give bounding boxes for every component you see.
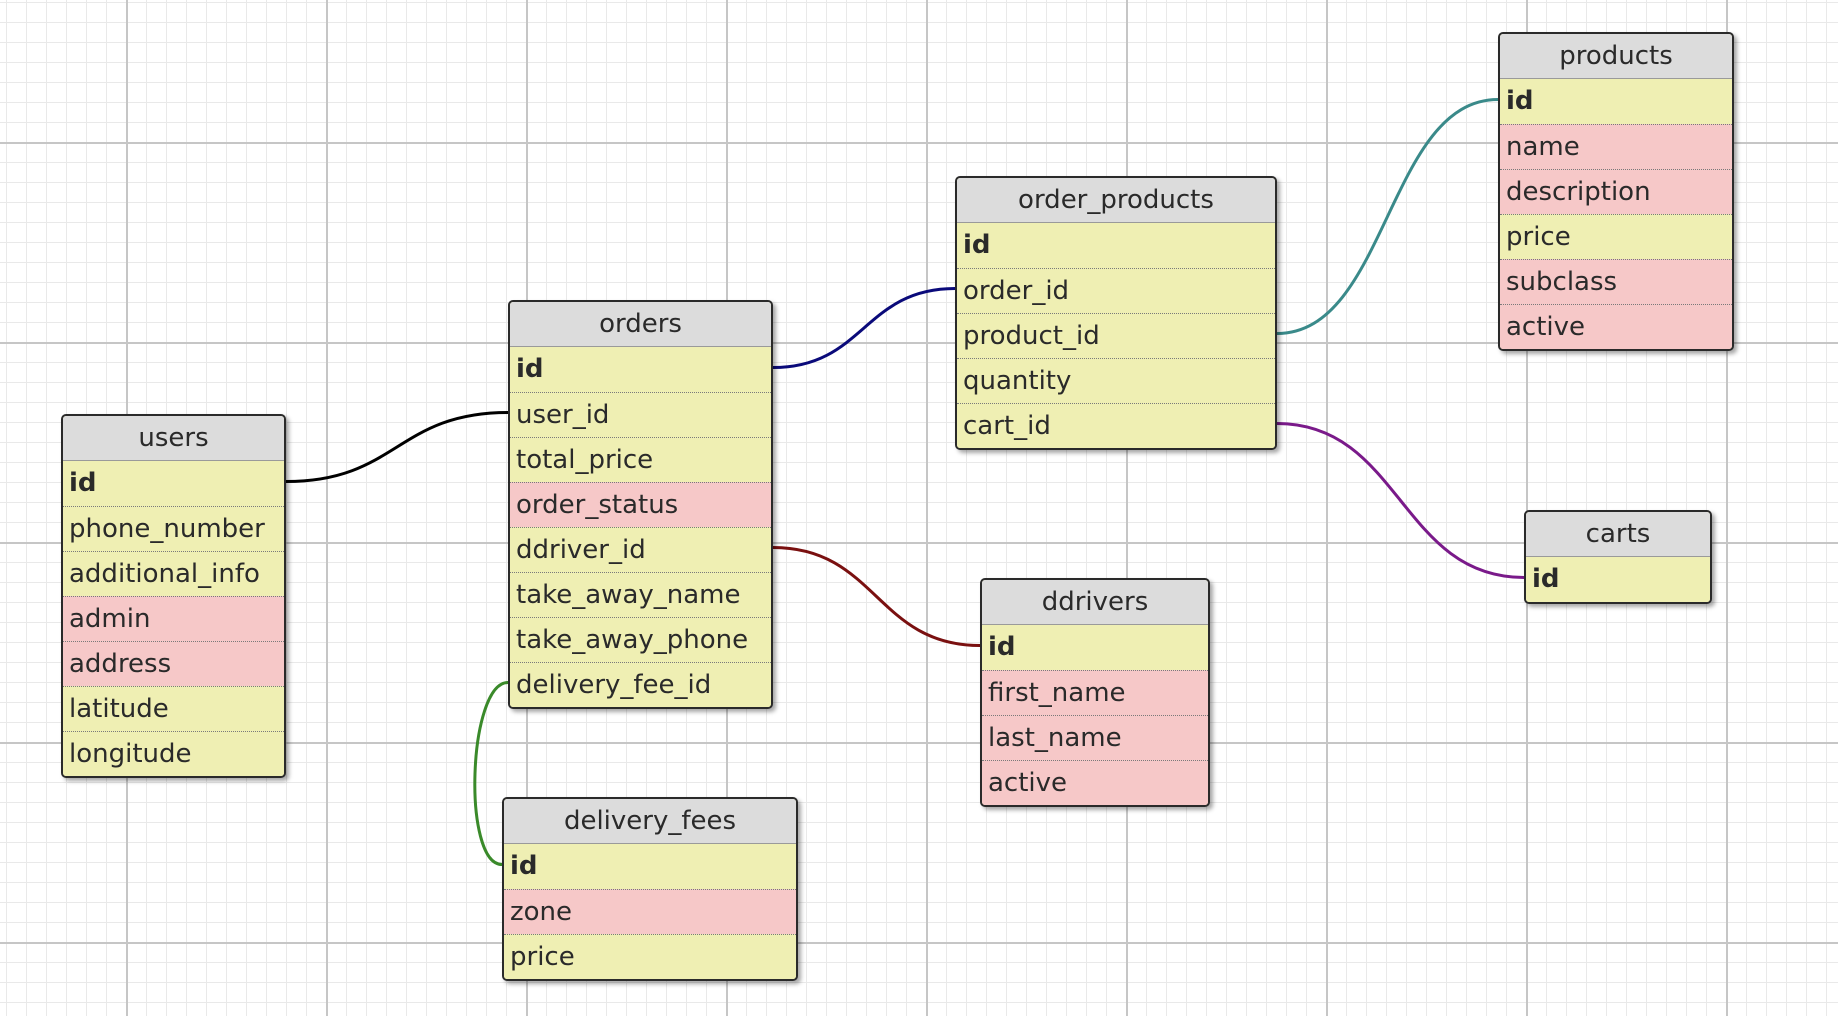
relation-order-products-products[interactable] <box>1276 98 1499 335</box>
field-take-away-phone[interactable]: take_away_phone <box>510 617 771 662</box>
relation-users-orders[interactable] <box>285 411 509 483</box>
field-last-name[interactable]: last_name <box>982 715 1208 760</box>
field-subclass[interactable]: subclass <box>1500 259 1732 304</box>
table-title[interactable]: carts <box>1526 512 1710 557</box>
relation-orders-order-products[interactable] <box>772 287 956 369</box>
field-id[interactable]: id <box>1500 79 1732 124</box>
field-price[interactable]: price <box>1500 214 1732 259</box>
field-description[interactable]: description <box>1500 169 1732 214</box>
field-id[interactable]: id <box>63 461 284 506</box>
table-title[interactable]: users <box>63 416 284 461</box>
field-price[interactable]: price <box>504 934 796 979</box>
relation-orders-delivery-fees[interactable] <box>473 681 509 866</box>
table-title[interactable]: orders <box>510 302 771 347</box>
field-address[interactable]: address <box>63 641 284 686</box>
field-quantity[interactable]: quantity <box>957 358 1275 403</box>
field-total-price[interactable]: total_price <box>510 437 771 482</box>
field-id[interactable]: id <box>957 223 1275 268</box>
field-cart-id[interactable]: cart_id <box>957 403 1275 448</box>
field-take-away-name[interactable]: take_away_name <box>510 572 771 617</box>
table-fields: id <box>1526 557 1710 602</box>
field-id[interactable]: id <box>510 347 771 392</box>
table-title[interactable]: delivery_fees <box>504 799 796 844</box>
field-ddriver-id[interactable]: ddriver_id <box>510 527 771 572</box>
field-latitude[interactable]: latitude <box>63 686 284 731</box>
field-phone-number[interactable]: phone_number <box>63 506 284 551</box>
field-zone[interactable]: zone <box>504 889 796 934</box>
table-title[interactable]: ddrivers <box>982 580 1208 625</box>
field-order-status[interactable]: order_status <box>510 482 771 527</box>
field-id[interactable]: id <box>504 844 796 889</box>
field-id[interactable]: id <box>982 625 1208 670</box>
field-longitude[interactable]: longitude <box>63 731 284 776</box>
field-additional-info[interactable]: additional_info <box>63 551 284 596</box>
field-user-id[interactable]: user_id <box>510 392 771 437</box>
field-name[interactable]: name <box>1500 124 1732 169</box>
field-admin[interactable]: admin <box>63 596 284 641</box>
field-active[interactable]: active <box>982 760 1208 805</box>
field-id[interactable]: id <box>1526 557 1710 602</box>
field-delivery-fee-id[interactable]: delivery_fee_id <box>510 662 771 707</box>
relation-orders-ddrivers[interactable] <box>772 546 981 647</box>
field-product-id[interactable]: product_id <box>957 313 1275 358</box>
field-first-name[interactable]: first_name <box>982 670 1208 715</box>
table-title[interactable]: products <box>1500 34 1732 79</box>
field-active[interactable]: active <box>1500 304 1732 349</box>
field-order-id[interactable]: order_id <box>957 268 1275 313</box>
relation-order-products-carts[interactable] <box>1276 422 1525 579</box>
table-title[interactable]: order_products <box>957 178 1275 223</box>
